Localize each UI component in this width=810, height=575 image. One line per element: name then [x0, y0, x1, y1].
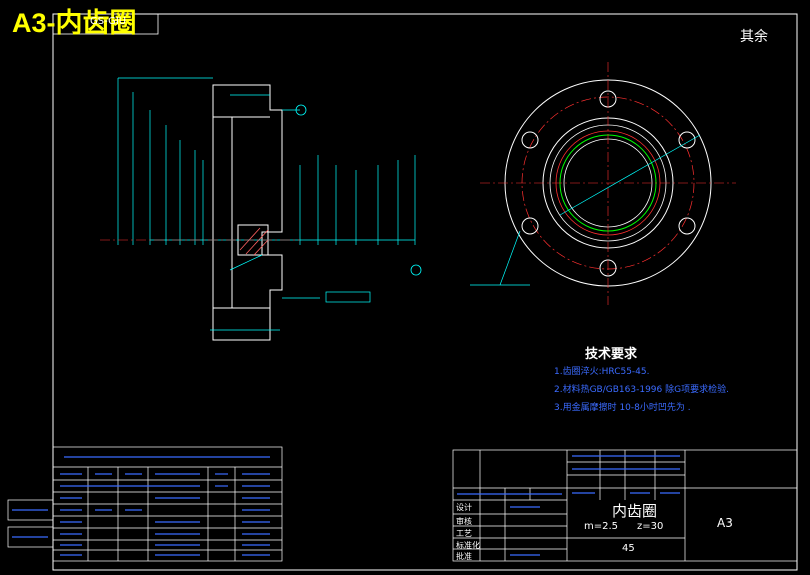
- section-dimensions: [117, 77, 416, 331]
- roughness-note: 其余: [740, 29, 768, 45]
- section-outline: [212, 84, 283, 341]
- datum-circle-b: [410, 264, 422, 276]
- title-block-row-label: 工艺: [456, 529, 472, 538]
- section-view: [212, 84, 283, 341]
- sheet-border: [52, 13, 798, 571]
- datum-circle-a: [295, 104, 307, 116]
- bolt-hole: [521, 131, 539, 149]
- teeth-value: z=30: [637, 521, 664, 532]
- material-value: 45: [622, 543, 635, 554]
- title-block-grid: [452, 449, 798, 562]
- tech-requirements-title: 技术要求: [585, 347, 638, 362]
- drawing-title-overlay: A3-内齿圈: [12, 8, 137, 38]
- drawing-code: GS-GIU: [90, 16, 127, 27]
- code-box: [52, 13, 159, 35]
- module-value: m=2.5: [584, 521, 619, 532]
- table-text-marks: [12, 456, 270, 556]
- tech-requirement-line: 3.用金属摩擦时 10-8小时凹先为 .: [554, 403, 691, 413]
- hatch: [239, 227, 269, 256]
- diameter-leader: [559, 134, 701, 216]
- title-block-row-label: 标准化: [456, 541, 480, 550]
- title-block-text-marks: [457, 455, 680, 556]
- left-side-boxes: [7, 499, 54, 548]
- gear-parameter-table: [52, 446, 283, 562]
- front-centerlines: [480, 62, 736, 305]
- bolt-hole: [521, 217, 539, 235]
- sheet-size: A3: [717, 516, 733, 530]
- title-block-row-label: 设计: [456, 503, 472, 512]
- bolt-hole: [678, 131, 696, 149]
- tolerance-frame: [325, 291, 371, 303]
- part-name: 内齿圈: [612, 502, 658, 520]
- front-view: [470, 62, 736, 305]
- title-block-row-label: 批准: [456, 552, 472, 561]
- tech-requirement-line: 2.材料热GB/GB163-1996 除G项要求检验.: [554, 385, 729, 395]
- title-block-row-label: 审核: [456, 517, 472, 526]
- hole-leader: [499, 230, 521, 286]
- tech-requirement-line: 1.齿圈淬火:HRC55-45.: [554, 367, 650, 377]
- bolt-hole: [678, 217, 696, 235]
